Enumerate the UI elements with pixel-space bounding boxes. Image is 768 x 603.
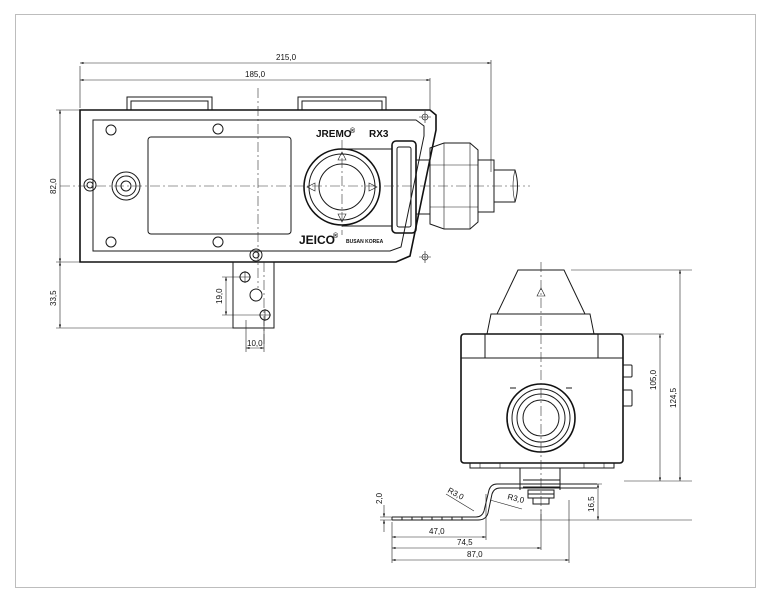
maker-location-label: BUSAN KOREA <box>346 239 384 245</box>
model-label: RX3 <box>369 129 389 140</box>
dim-bracket-len-2: 74,5 <box>457 538 473 547</box>
dim-bracket-len-1: 47,0 <box>429 527 445 536</box>
maker-label: JEICO <box>299 233 335 247</box>
plan-view: JREMO ® RX3 JEICO ® BUSAN KOREA <box>60 88 530 345</box>
plan-dimensions: 215,0 185,0 82,0 33,5 19,0 10,0 <box>49 53 492 352</box>
dim-side-body-height: 105,0 <box>649 369 658 390</box>
maker-mark: ® <box>333 232 339 240</box>
dim-bracket-hole-spacing: 19,0 <box>215 288 224 304</box>
dim-side-total-height: 124,5 <box>669 387 678 408</box>
dim-bend-radius-inner: R3,0 <box>507 492 526 505</box>
dim-body-length: 185,0 <box>245 70 266 79</box>
dim-bracket-rise: 16,5 <box>587 496 596 512</box>
side-view <box>391 262 633 521</box>
dim-bracket-len-3: 87,0 <box>467 550 483 559</box>
dim-bend-radius-outer: R3,0 <box>446 486 466 502</box>
dim-bracket-depth: 33,5 <box>49 290 58 306</box>
dim-body-height: 82,0 <box>49 178 58 194</box>
dim-bracket-width: 10,0 <box>247 339 263 348</box>
dim-plate-thickness: 2,0 <box>375 492 384 504</box>
brand-mark: ® <box>350 127 356 135</box>
brand-label: JREMO <box>316 129 352 140</box>
dim-overall-length: 215,0 <box>276 53 297 62</box>
